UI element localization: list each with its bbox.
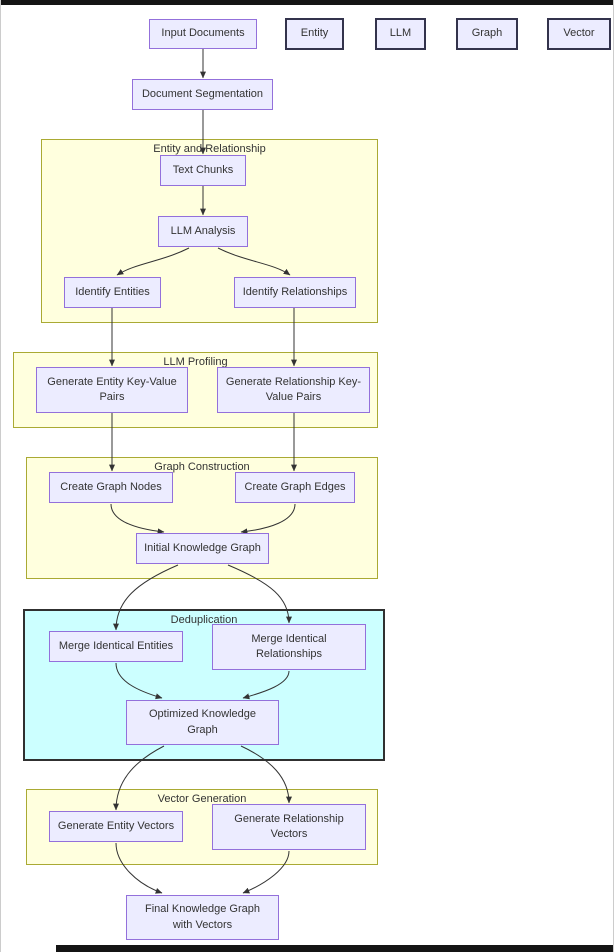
node-generate-entity-kv-pairs: Generate Entity Key-Value Pairs (36, 367, 188, 413)
node-generate-entity-vectors: Generate Entity Vectors (49, 811, 183, 842)
node-initial-knowledge-graph: Initial Knowledge Graph (136, 533, 269, 564)
legend-graph: Graph (456, 18, 518, 50)
node-optimized-knowledge-graph: Optimized Knowledge Graph (126, 700, 279, 745)
node-identify-relationships: Identify Relationships (234, 277, 356, 308)
node-create-graph-edges: Create Graph Edges (235, 472, 355, 503)
top-border-bar (1, 0, 613, 5)
node-merge-identical-entities: Merge Identical Entities (49, 631, 183, 662)
bottom-border-bar (56, 945, 613, 952)
legend-vector: Vector (547, 18, 611, 50)
subgraph-title-graph-construction: Graph Construction (154, 461, 250, 473)
subgraph-title-deduplication: Deduplication (170, 614, 238, 626)
subgraph-title-llm-profiling: LLM Profiling (163, 356, 228, 368)
legend-entity: Entity (285, 18, 344, 50)
node-input-documents: Input Documents (149, 19, 257, 49)
node-identify-entities: Identify Entities (64, 277, 161, 308)
subgraph-title-entity-and-relationship: Entity and Relationship (153, 143, 266, 155)
node-merge-identical-relationships: Merge Identical Relationships (212, 624, 366, 670)
subgraph-title-vector-generation: Vector Generation (157, 793, 247, 805)
legend-llm: LLM (375, 18, 426, 50)
node-final-knowledge-graph: Final Knowledge Graph with Vectors (126, 895, 279, 940)
node-generate-relationship-kv-pairs: Generate Relationship Key-Value Pairs (217, 367, 370, 413)
node-text-chunks: Text Chunks (160, 155, 246, 186)
node-generate-relationship-vectors: Generate Relationship Vectors (212, 804, 366, 850)
node-create-graph-nodes: Create Graph Nodes (49, 472, 173, 503)
node-llm-analysis: LLM Analysis (158, 216, 248, 247)
node-document-segmentation: Document Segmentation (132, 79, 273, 110)
